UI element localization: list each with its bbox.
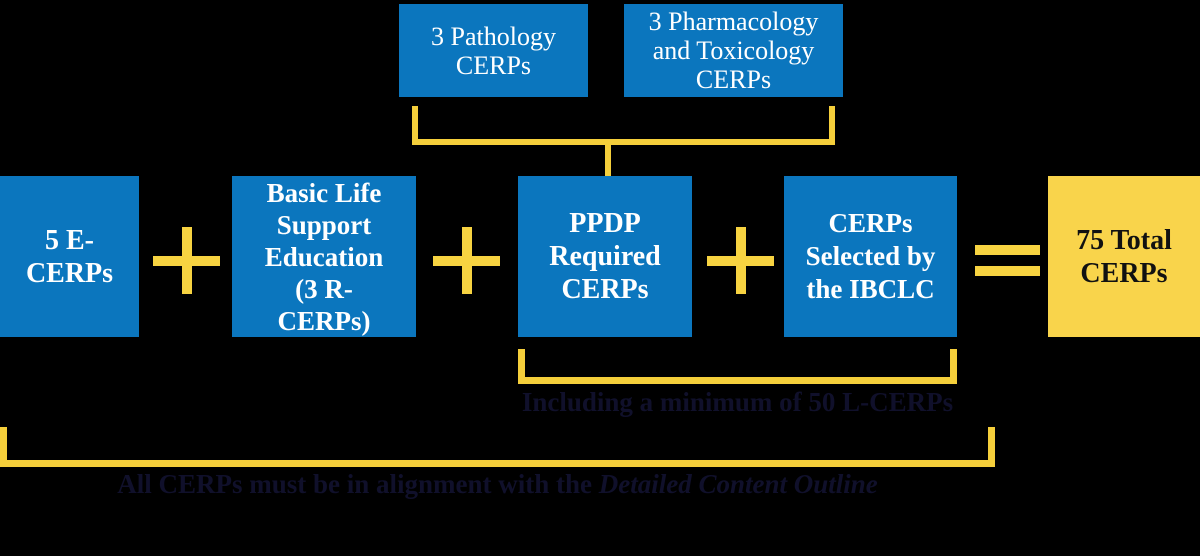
bracket2-left-vertical-line [0,427,7,467]
cerps-selected-by-ibclc-box: CERPs Selected by the IBCLC [784,176,957,337]
pathology-cerps-box: 3 Pathology CERPs [399,4,588,97]
bracket2-right-vertical-line [988,427,995,467]
pharmacology-toxicology-cerps-box: 3 Pharmacology and Toxicology CERPs [624,4,843,97]
connector-left-vertical-line [412,106,418,145]
alignment-caption-italic: Detailed Content Outline [598,469,878,499]
bracket1-left-vertical-line [518,349,525,384]
bracket1-horizontal-line [518,377,957,384]
alignment-caption-prefix: All CERPs must be in alignment with the [117,469,599,499]
bracket2-horizontal-line [0,460,995,467]
ppdp-required-cerps-box: PPDP Required CERPs [518,176,692,337]
total-cerps-box: 75 Total CERPs [1048,176,1200,337]
e-cerps-box: 5 E- CERPs [0,176,139,337]
connector-right-vertical-line [829,106,835,145]
equals-icon [975,245,1040,276]
bracket1-right-vertical-line [950,349,957,384]
basic-life-support-box: Basic Life Support Education (3 R- CERPs… [232,176,416,337]
plus-icon [433,227,500,294]
l-cerps-minimum-caption: Including a minimum of 50 L-CERPs [521,387,954,417]
plus-icon [707,227,774,294]
alignment-caption: All CERPs must be in alignment with the … [0,470,995,498]
plus-icon [153,227,220,294]
connector-horizontal-line [412,139,835,145]
connector-center-drop-line [605,145,611,176]
